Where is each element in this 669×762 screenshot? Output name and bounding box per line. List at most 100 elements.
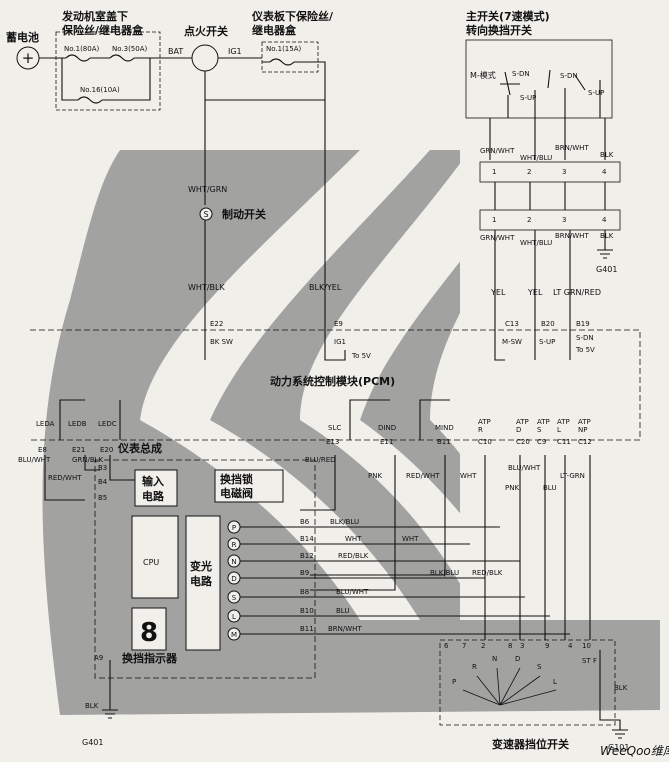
instrument-cluster: 仪表总成 B3 B4 B5 输入 电路 换挡锁 电磁阀 CPU 变光 电路 8 …	[82, 441, 316, 747]
svg-text:6: 6	[444, 642, 449, 650]
main-switch-title-2: 转向换挡开关	[466, 23, 532, 37]
svg-text:N: N	[492, 655, 497, 663]
svg-text:B5: B5	[98, 494, 107, 502]
svg-text:ATP: ATP	[516, 418, 529, 426]
pcm-title: 动力系统控制模块(PCM)	[270, 374, 395, 388]
svg-text:4: 4	[568, 642, 573, 650]
svg-text:BLU/RED: BLU/RED	[305, 456, 336, 464]
input-circuit-2: 电路	[142, 489, 165, 503]
cluster-title: 仪表总成	[117, 441, 162, 455]
svg-text:BLU: BLU	[336, 607, 349, 615]
svg-text:ATP: ATP	[478, 418, 491, 426]
watermark: WeeQoo维库	[600, 744, 669, 758]
svg-text:D: D	[516, 426, 521, 434]
svg-text:WHT/GRN: WHT/GRN	[188, 185, 227, 194]
svg-text:RED/BLK: RED/BLK	[472, 569, 503, 577]
engine-fuse-box-title-2: 保险丝/继电器盒	[61, 23, 144, 37]
dash-fuse-box-title-2: 继电器盒	[252, 23, 297, 37]
svg-text:C10: C10	[478, 438, 492, 446]
svg-text:B11: B11	[300, 625, 314, 633]
svg-text:4: 4	[602, 216, 607, 224]
svg-text:ATP: ATP	[557, 418, 570, 426]
svg-text:BLK/YEL: BLK/YEL	[309, 283, 342, 292]
svg-text:BRN/WHT: BRN/WHT	[328, 625, 362, 633]
svg-text:LT-GRN: LT-GRN	[560, 472, 585, 480]
switch-wiring: GRN/WHT WHT/BLU BRN/WHT BLK 1 2 3 4 1 2 …	[479, 144, 621, 330]
ground-g401-top: G401	[596, 265, 617, 274]
svg-text:S: S	[537, 663, 542, 671]
svg-text:SLC: SLC	[328, 424, 341, 432]
gear-indicator-label: 换挡指示器	[122, 651, 178, 665]
svg-text:BLK|BLU: BLK|BLU	[430, 569, 459, 577]
svg-text:LEDC: LEDC	[98, 420, 117, 428]
svg-text:S-UP: S-UP	[539, 338, 555, 346]
svg-text:S-UP: S-UP	[588, 89, 604, 97]
svg-text:B19: B19	[576, 320, 590, 328]
svg-text:To 5V: To 5V	[575, 346, 595, 354]
svg-text:A9: A9	[94, 654, 103, 662]
svg-text:No.16(10A): No.16(10A)	[80, 86, 120, 94]
main-switch-title-1: 主开关(7速模式)	[466, 9, 550, 23]
svg-text:L: L	[232, 613, 236, 621]
svg-text:GRN/WHT: GRN/WHT	[480, 147, 515, 155]
svg-text:RED/WHT: RED/WHT	[48, 474, 82, 482]
svg-text:S-DN: S-DN	[560, 72, 578, 80]
engine-fuse-box-title-1: 发动机室盖下	[61, 9, 128, 23]
svg-text:BLK: BLK	[85, 702, 99, 710]
svg-text:No.1(15A): No.1(15A)	[266, 45, 302, 53]
svg-text:LT GRN/RED: LT GRN/RED	[553, 288, 601, 297]
svg-text:DIND: DIND	[378, 424, 396, 432]
svg-text:GRN/WHT: GRN/WHT	[480, 234, 515, 242]
svg-text:PNK: PNK	[505, 484, 519, 492]
svg-text:WHT: WHT	[402, 535, 419, 543]
svg-text:E22: E22	[210, 320, 223, 328]
shift-lock-2: 电磁阀	[220, 486, 253, 500]
svg-text:R: R	[472, 663, 477, 671]
dimming-circuit-1: 变光	[190, 559, 212, 573]
lamp-rows: P R N D S L M B6 B14 B12 B9 B8 B10 B11 B…	[227, 518, 570, 641]
svg-text:No.3(50A): No.3(50A)	[112, 45, 148, 53]
svg-text:L: L	[553, 678, 557, 686]
svg-text:No.1(80A): No.1(80A)	[64, 45, 100, 53]
battery-label: 蓄电池	[6, 30, 39, 44]
svg-text:B4: B4	[98, 478, 108, 486]
svg-text:CPU: CPU	[143, 558, 159, 567]
svg-text:YEL: YEL	[527, 288, 543, 297]
svg-text:B6: B6	[300, 518, 310, 526]
svg-text:C20: C20	[516, 438, 530, 446]
svg-text:E20: E20	[100, 446, 113, 454]
brake-switch-label: 制动开关	[222, 207, 266, 221]
svg-text:MIND: MIND	[435, 424, 454, 432]
svg-text:M: M	[231, 631, 237, 639]
svg-text:M-SW: M-SW	[502, 338, 522, 346]
pcm-module: 动力系统控制模块(PCM) E22 BK SW E9 IG1 To 5V C13…	[30, 320, 641, 454]
svg-text:WHT/BLK: WHT/BLK	[188, 283, 225, 292]
svg-text:WHT: WHT	[460, 472, 477, 480]
range-switch: 变速器挡位开关 6 7 2 8 3 9 4 10 P R N D S L ST …	[439, 639, 629, 752]
svg-text:BLK/BLU: BLK/BLU	[330, 518, 359, 526]
svg-text:ST F: ST F	[582, 657, 597, 665]
svg-text:N: N	[231, 558, 236, 566]
svg-text:B12: B12	[300, 552, 314, 560]
svg-text:B9: B9	[300, 569, 309, 577]
svg-text:R: R	[232, 541, 237, 549]
svg-text:C12: C12	[578, 438, 592, 446]
svg-text:D: D	[231, 575, 236, 583]
svg-text:BLK: BLK	[614, 684, 628, 692]
svg-text:10: 10	[582, 642, 591, 650]
svg-text:E21: E21	[72, 446, 85, 454]
dimming-circuit-2: 电路	[190, 574, 213, 588]
svg-text:WHT: WHT	[345, 535, 362, 543]
supply-circuit: + 蓄电池 发动机室盖下 保险丝/继电器盒 No.1(80A) No.3(50A…	[6, 9, 342, 330]
svg-text:BLK: BLK	[600, 151, 614, 159]
svg-text:2: 2	[527, 168, 531, 176]
svg-text:B14: B14	[300, 535, 314, 543]
svg-text:BLK: BLK	[600, 232, 614, 240]
svg-text:9: 9	[545, 642, 549, 650]
svg-text:GRN/BLK: GRN/BLK	[72, 456, 104, 464]
svg-text:WHT/BLU: WHT/BLU	[520, 239, 552, 247]
svg-text:BLU/WHT: BLU/WHT	[508, 464, 541, 472]
ignition-title: 点火开关	[184, 24, 228, 38]
svg-text:3: 3	[562, 216, 566, 224]
